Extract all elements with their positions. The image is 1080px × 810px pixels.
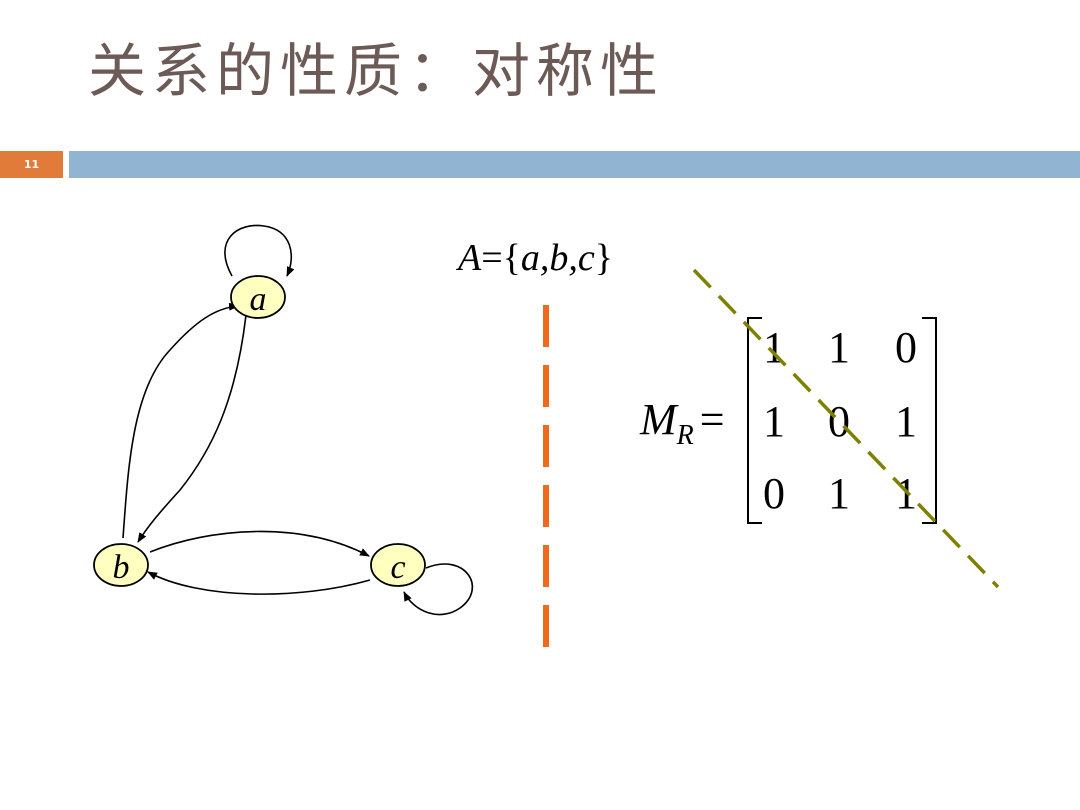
page-number: 11 xyxy=(0,151,63,178)
matrix-cells: 1 1 0 1 0 1 0 1 1 xyxy=(763,323,917,518)
matrix-cell: 1 xyxy=(828,323,850,372)
node-b-label: b xyxy=(113,549,130,586)
node-c-label: c xyxy=(390,549,405,586)
matrix-cell: 0 xyxy=(763,469,785,518)
matrix-cell: 1 xyxy=(828,469,850,518)
node-a-label: a xyxy=(250,281,267,318)
slide-title: 关系的性质：对称性 xyxy=(88,37,665,105)
edge-a-to-b xyxy=(137,314,247,543)
node-b: b xyxy=(93,543,149,587)
matrix-label: MR= xyxy=(639,395,725,451)
matrix-cell: 0 xyxy=(895,323,917,372)
self-loop-a xyxy=(224,224,295,277)
matrix-right-bracket xyxy=(922,317,937,524)
edge-b-to-a xyxy=(122,302,239,539)
edge-c-to-b xyxy=(147,571,371,595)
set-definition: A={a,b,c} xyxy=(455,237,613,279)
matrix-cell: 1 xyxy=(895,397,917,446)
edge-b-to-c xyxy=(149,530,370,557)
matrix-cell: 1 xyxy=(763,323,785,372)
graph-edges xyxy=(122,224,474,616)
matrix-cell: 0 xyxy=(828,397,850,446)
matrix-left-bracket xyxy=(747,317,762,524)
diagonal-dashed-line xyxy=(692,268,1000,589)
node-c: c xyxy=(370,543,426,587)
header-bar xyxy=(69,151,1080,178)
self-loop-c xyxy=(403,563,474,616)
matrix-cell: 1 xyxy=(763,397,785,446)
node-a: a xyxy=(230,275,286,319)
